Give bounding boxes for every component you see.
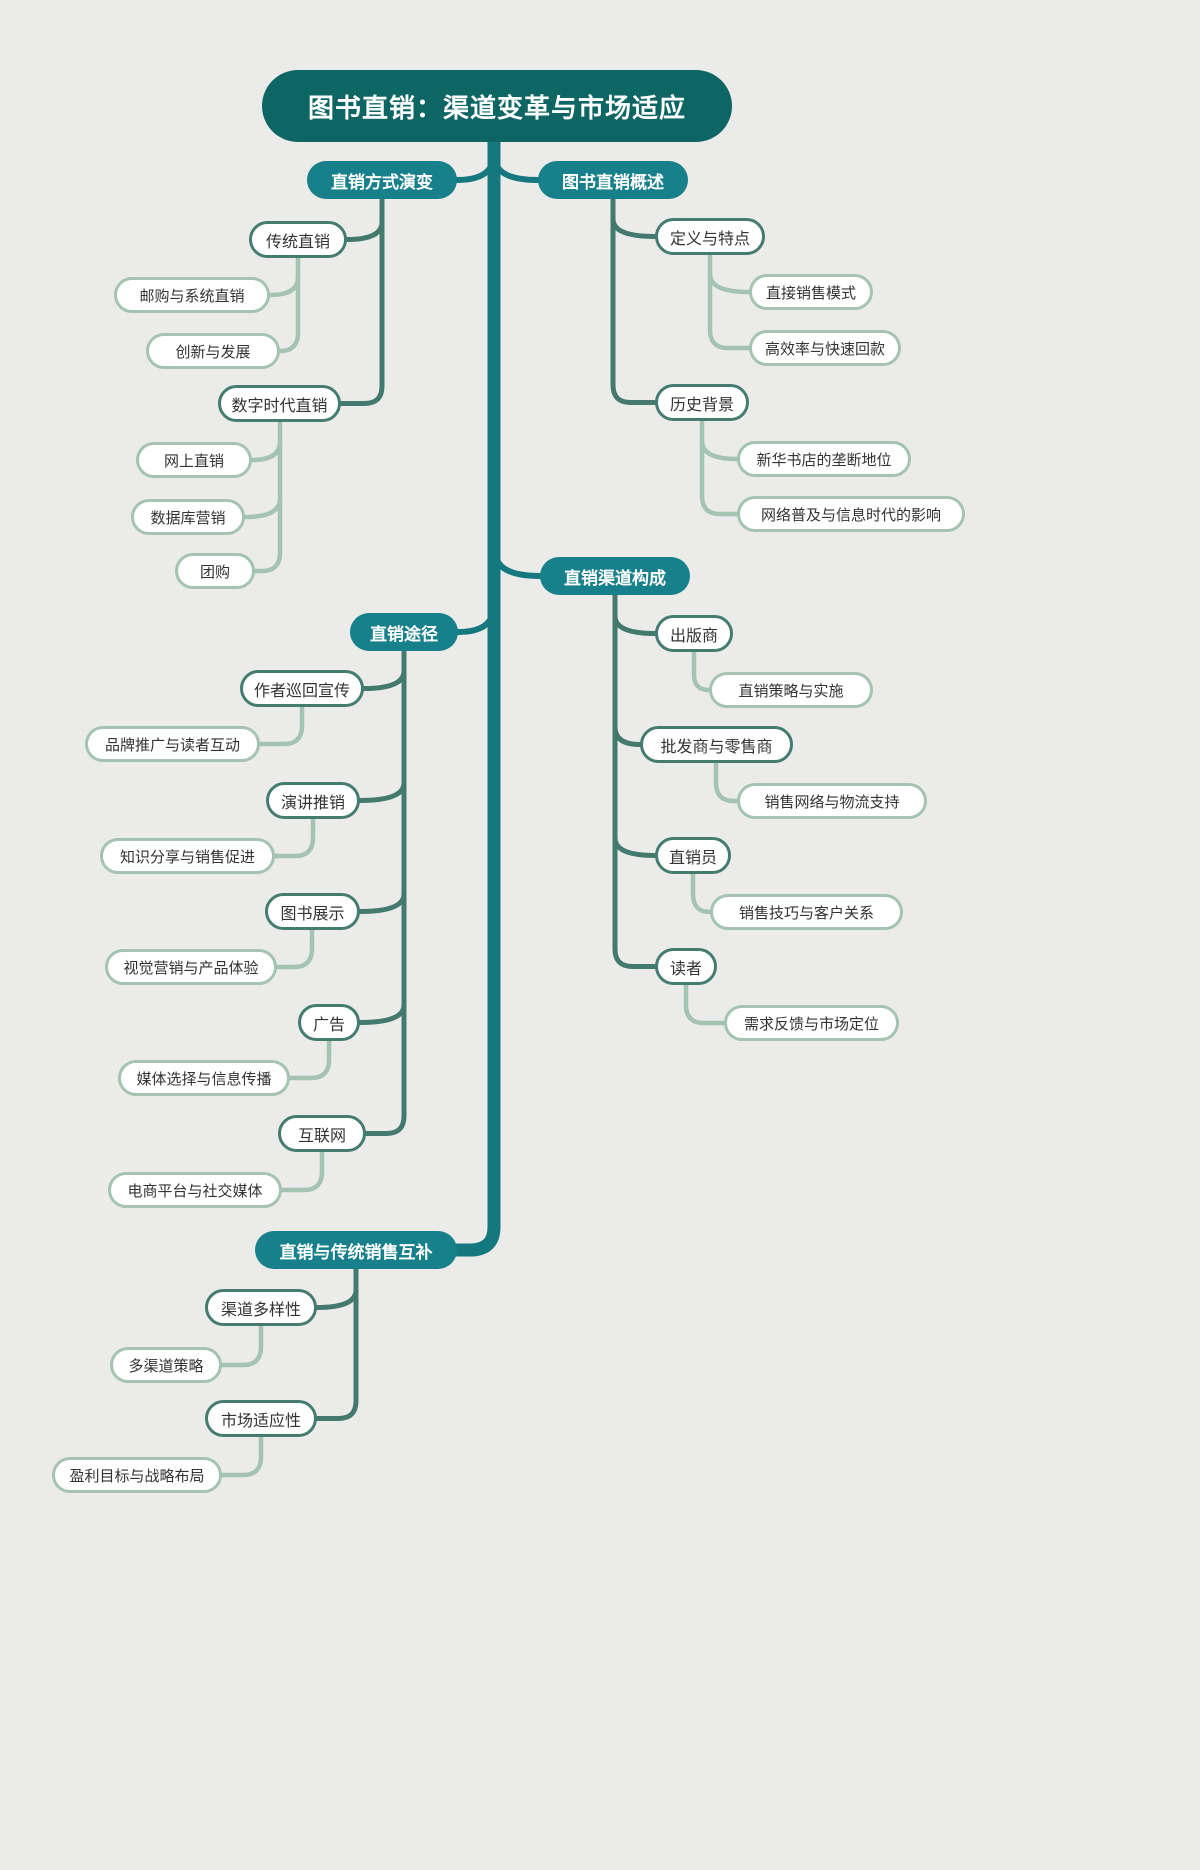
connector <box>344 219 385 242</box>
connector <box>699 438 740 462</box>
node-channel-diversity[interactable]: 渠道多样性 <box>205 1289 317 1326</box>
connector <box>219 1323 264 1368</box>
branch-direct-traditional-sales-complement[interactable]: 直销与传统销售互补 <box>255 1231 457 1269</box>
node-advertising[interactable]: 广告 <box>298 1004 360 1041</box>
node-visual-marketing-product-experience[interactable]: 视觉营销与产品体验 <box>105 949 277 985</box>
connector <box>219 1434 264 1478</box>
connector <box>357 891 407 914</box>
connector <box>357 1002 407 1025</box>
connector <box>612 592 658 969</box>
node-direct-selling-model[interactable]: 直接销售模式 <box>749 274 873 310</box>
connector <box>690 871 713 915</box>
connector <box>610 216 658 239</box>
node-root-title[interactable]: 图书直销：渠道变革与市场适应 <box>262 70 732 142</box>
node-high-efficiency-fast-payment[interactable]: 高效率与快速回款 <box>749 330 901 366</box>
node-market-adaptability[interactable]: 市场适应性 <box>205 1400 317 1437</box>
node-historical-background[interactable]: 历史背景 <box>655 384 749 421</box>
node-knowledge-sharing-sales-promotion[interactable]: 知识分享与销售促进 <box>100 838 275 874</box>
connector <box>612 835 658 858</box>
connector <box>287 1038 332 1081</box>
connector <box>699 418 740 517</box>
branch-book-direct-sales-overview[interactable]: 图书直销概述 <box>538 161 688 199</box>
node-database-marketing[interactable]: 数据库营销 <box>131 499 245 535</box>
branch-direct-sales-evolution[interactable]: 直销方式演变 <box>307 161 457 199</box>
connector <box>363 648 407 1136</box>
node-profit-goals-strategic-layout[interactable]: 盈利目标与战略布局 <box>52 1457 222 1493</box>
connector <box>249 439 283 463</box>
node-multi-channel-strategy[interactable]: 多渠道策略 <box>110 1347 222 1383</box>
connector <box>277 255 301 354</box>
connector <box>454 161 495 183</box>
trunk-connector <box>450 129 501 1257</box>
connector <box>707 271 752 295</box>
connector <box>338 196 385 406</box>
connector <box>314 1287 359 1310</box>
connector <box>612 724 643 747</box>
branch-direct-sales-channel-composition[interactable]: 直销渠道构成 <box>540 557 690 595</box>
connector <box>707 252 752 351</box>
node-demand-feedback-market-positioning[interactable]: 需求反馈与市场定位 <box>724 1005 899 1041</box>
connector <box>612 613 658 636</box>
node-book-display[interactable]: 图书展示 <box>265 893 360 930</box>
connector <box>242 496 283 520</box>
connector <box>314 1266 359 1421</box>
connector <box>272 816 316 859</box>
node-internet-information-age-impact[interactable]: 网络普及与信息时代的影响 <box>737 496 965 532</box>
node-sales-skills-customer-relations[interactable]: 销售技巧与客户关系 <box>710 894 903 930</box>
connector <box>691 649 712 693</box>
connector <box>494 557 543 579</box>
node-wholesalers-retailers[interactable]: 批发商与零售商 <box>640 726 793 763</box>
node-speech-selling[interactable]: 演讲推销 <box>266 782 360 819</box>
connector <box>683 982 727 1026</box>
node-innovation-development[interactable]: 创新与发展 <box>146 333 280 369</box>
branch-direct-sales-approaches[interactable]: 直销途径 <box>350 613 458 651</box>
connector <box>361 668 407 691</box>
node-media-selection-information-spread[interactable]: 媒体选择与信息传播 <box>118 1060 290 1096</box>
connector <box>713 760 740 804</box>
node-group-buying[interactable]: 团购 <box>175 553 255 589</box>
connector <box>493 161 541 183</box>
connector <box>267 274 301 298</box>
connector <box>279 1149 325 1193</box>
node-author-tour-promotion[interactable]: 作者巡回宣传 <box>240 670 364 707</box>
connector <box>252 419 283 574</box>
node-direct-sales-personnel[interactable]: 直销员 <box>655 837 731 874</box>
node-sales-network-logistics-support[interactable]: 销售网络与物流支持 <box>737 783 927 819</box>
node-internet[interactable]: 互联网 <box>278 1115 366 1152</box>
connector <box>455 613 495 635</box>
node-direct-sales-strategy-implementation[interactable]: 直销策略与实施 <box>709 672 873 708</box>
node-readers[interactable]: 读者 <box>655 948 717 985</box>
node-ecommerce-social-media[interactable]: 电商平台与社交媒体 <box>108 1172 282 1208</box>
node-publishers[interactable]: 出版商 <box>655 615 733 652</box>
node-mail-order-system-direct-sales[interactable]: 邮购与系统直销 <box>114 277 270 313</box>
node-definition-features[interactable]: 定义与特点 <box>655 218 765 255</box>
connector <box>274 927 315 970</box>
node-online-direct-sales[interactable]: 网上直销 <box>136 442 252 478</box>
connector <box>610 195 658 405</box>
connector <box>257 704 305 747</box>
node-xinhua-bookstore-monopoly[interactable]: 新华书店的垄断地位 <box>737 441 911 477</box>
node-digital-era-direct-sales[interactable]: 数字时代直销 <box>218 385 341 422</box>
node-traditional-direct-sales[interactable]: 传统直销 <box>249 221 347 258</box>
node-brand-promotion-reader-interaction[interactable]: 品牌推广与读者互动 <box>85 726 260 762</box>
connector <box>357 780 407 803</box>
